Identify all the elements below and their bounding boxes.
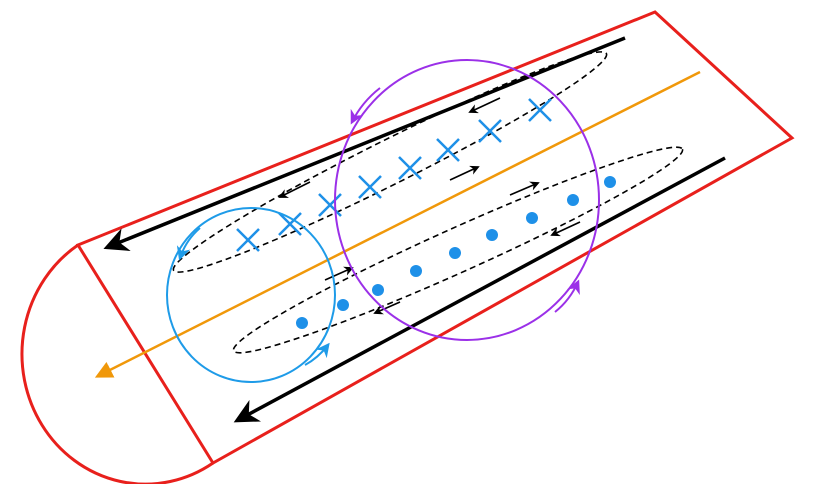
arrow-left-icon	[550, 221, 581, 237]
purple-arrow-icon	[350, 87, 381, 125]
conductor-boundary	[20, 10, 795, 484]
wall-arrows	[103, 36, 726, 423]
dot-marker	[337, 299, 349, 311]
bottom-wall-arrow	[233, 156, 726, 423]
axis-arrow	[94, 70, 701, 378]
loop-direction-arrows	[278, 97, 581, 315]
arrow-left-icon	[468, 97, 501, 114]
dot-marker	[567, 194, 579, 206]
lower-dashed-loop	[232, 146, 684, 354]
cross-marker	[478, 119, 502, 143]
dot-marker	[372, 284, 384, 296]
boundary-outline	[75, 10, 795, 466]
dashed-loops	[172, 51, 684, 354]
dot-marker	[410, 265, 422, 277]
cross-marker	[436, 138, 460, 162]
dot-marker	[486, 229, 498, 241]
boundary-end-cap	[20, 243, 214, 484]
arrow-right-icon	[509, 181, 540, 196]
arrow-right-icon	[324, 266, 354, 281]
cross-marker	[318, 193, 342, 217]
top-wall-arrow	[103, 36, 626, 252]
purple-arrow-icon	[554, 279, 580, 313]
cross-markers	[236, 98, 552, 252]
cross-marker	[528, 98, 552, 122]
field-loops	[166, 59, 600, 383]
arrow-left-icon	[373, 301, 401, 315]
cross-marker	[398, 156, 422, 180]
arrow-right-icon	[449, 165, 480, 181]
dot-markers	[296, 176, 616, 329]
dot-marker	[296, 317, 308, 329]
blue-arrow-icon	[176, 227, 201, 261]
cross-marker	[236, 228, 260, 252]
dot-marker	[526, 212, 538, 224]
upper-dashed-loop	[172, 51, 608, 273]
blue-arrow-icon	[304, 342, 330, 366]
arrow-left-icon	[278, 181, 311, 198]
dot-marker	[449, 247, 461, 259]
cross-marker	[358, 175, 382, 199]
purple-field-loop	[334, 59, 600, 341]
blue-field-loop	[166, 207, 336, 383]
cross-marker	[278, 212, 302, 236]
dot-marker	[604, 176, 616, 188]
